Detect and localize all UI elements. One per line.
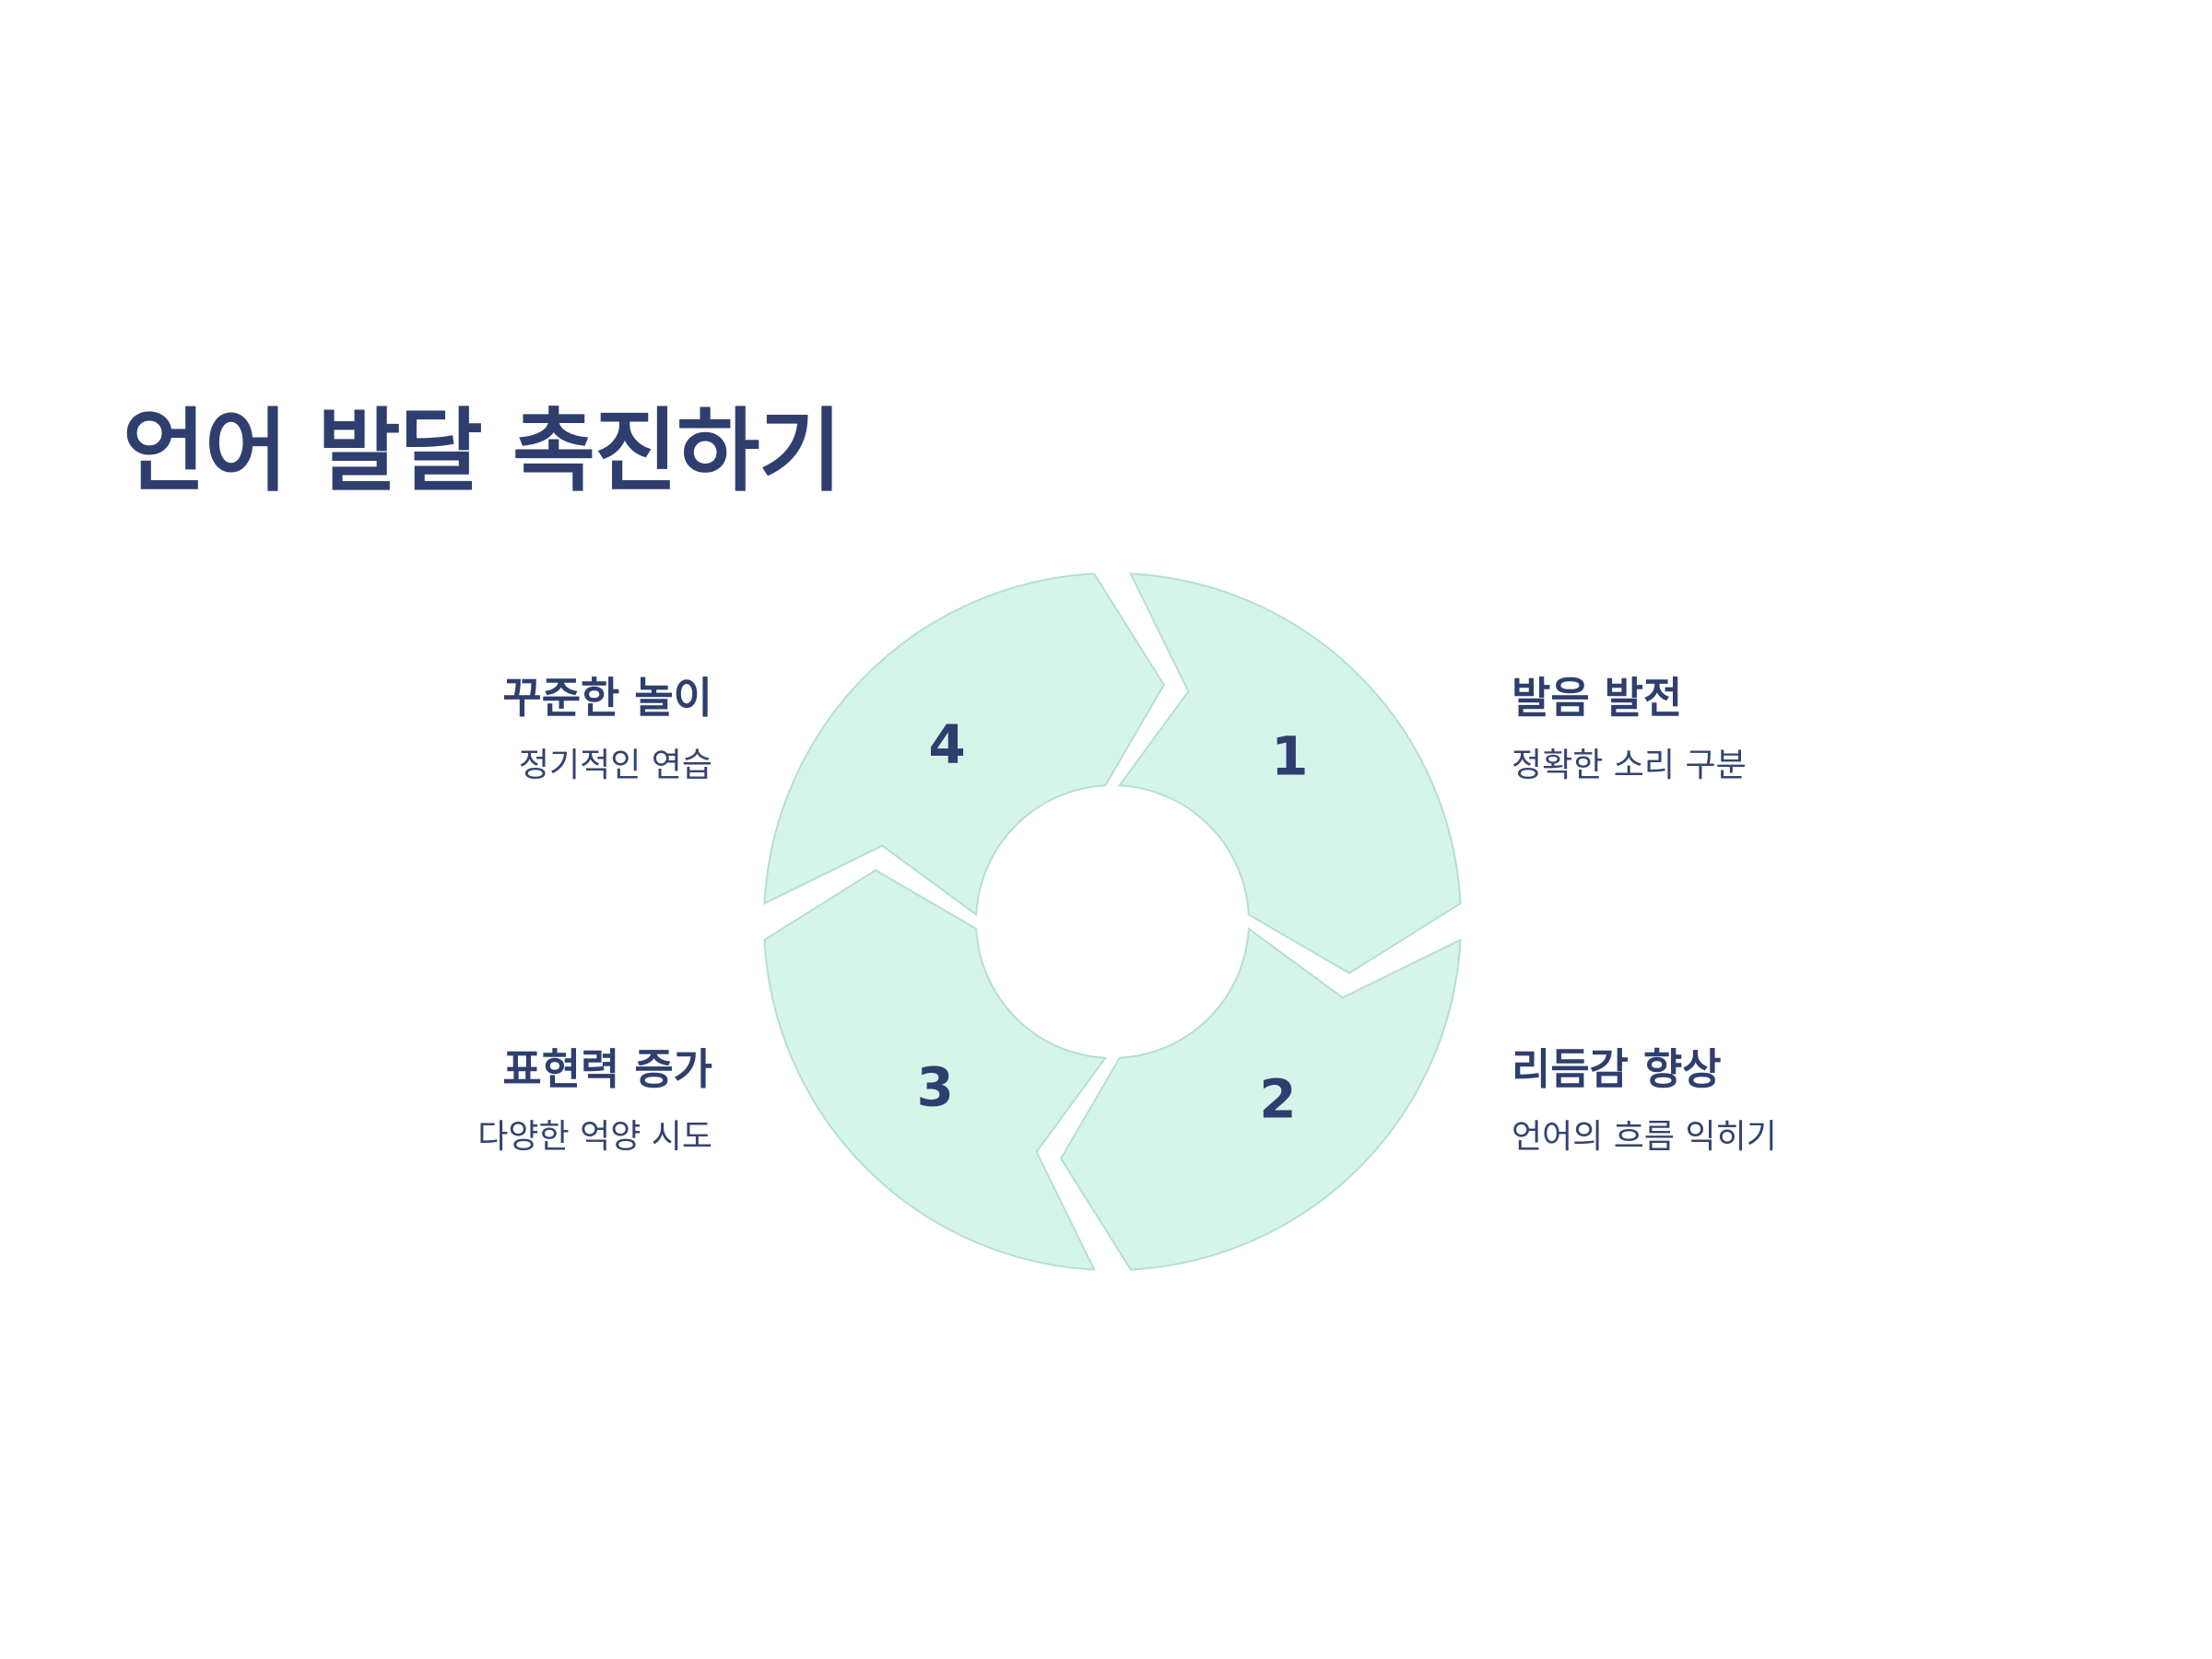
step-4-description: 다양한 억양 시도 <box>477 1118 712 1156</box>
cycle-segment-1 <box>1117 572 1462 974</box>
cycle-segment-2 <box>1060 926 1462 1271</box>
step-4-label: 표현력 증가 다양한 억양 시도 <box>196 1040 712 1161</box>
step-3-title: 리듬감 향상 <box>1512 1044 1722 1094</box>
step-4-number: 4 <box>928 713 965 776</box>
step-2-title: 발음 발전 <box>1512 673 1683 723</box>
step-2-description: 정확한 소리 구분 <box>1512 747 1747 784</box>
page-title: 언어 발달 촉진하기 <box>123 399 842 504</box>
step-2-number: 2 <box>1259 1067 1296 1130</box>
step-1-label: 꾸준한 놀이 정기적인 연습 <box>196 668 712 790</box>
cycle-segment-4 <box>763 572 1165 917</box>
step-4-title: 표현력 증가 <box>502 1044 712 1094</box>
step-2-label: 발음 발전 정확한 소리 구분 <box>1512 668 2028 790</box>
step-3-description: 언어의 흐름 익히기 <box>1512 1118 1777 1156</box>
step-3-label: 리듬감 향상 언어의 흐름 익히기 <box>1512 1040 2028 1161</box>
step-1-number: 1 <box>1271 725 1308 788</box>
step-3-number: 3 <box>917 1055 954 1118</box>
step-1-description: 정기적인 연습 <box>518 747 712 784</box>
step-1-title: 꾸준한 놀이 <box>502 673 712 723</box>
cycle-segment-3 <box>763 869 1108 1271</box>
